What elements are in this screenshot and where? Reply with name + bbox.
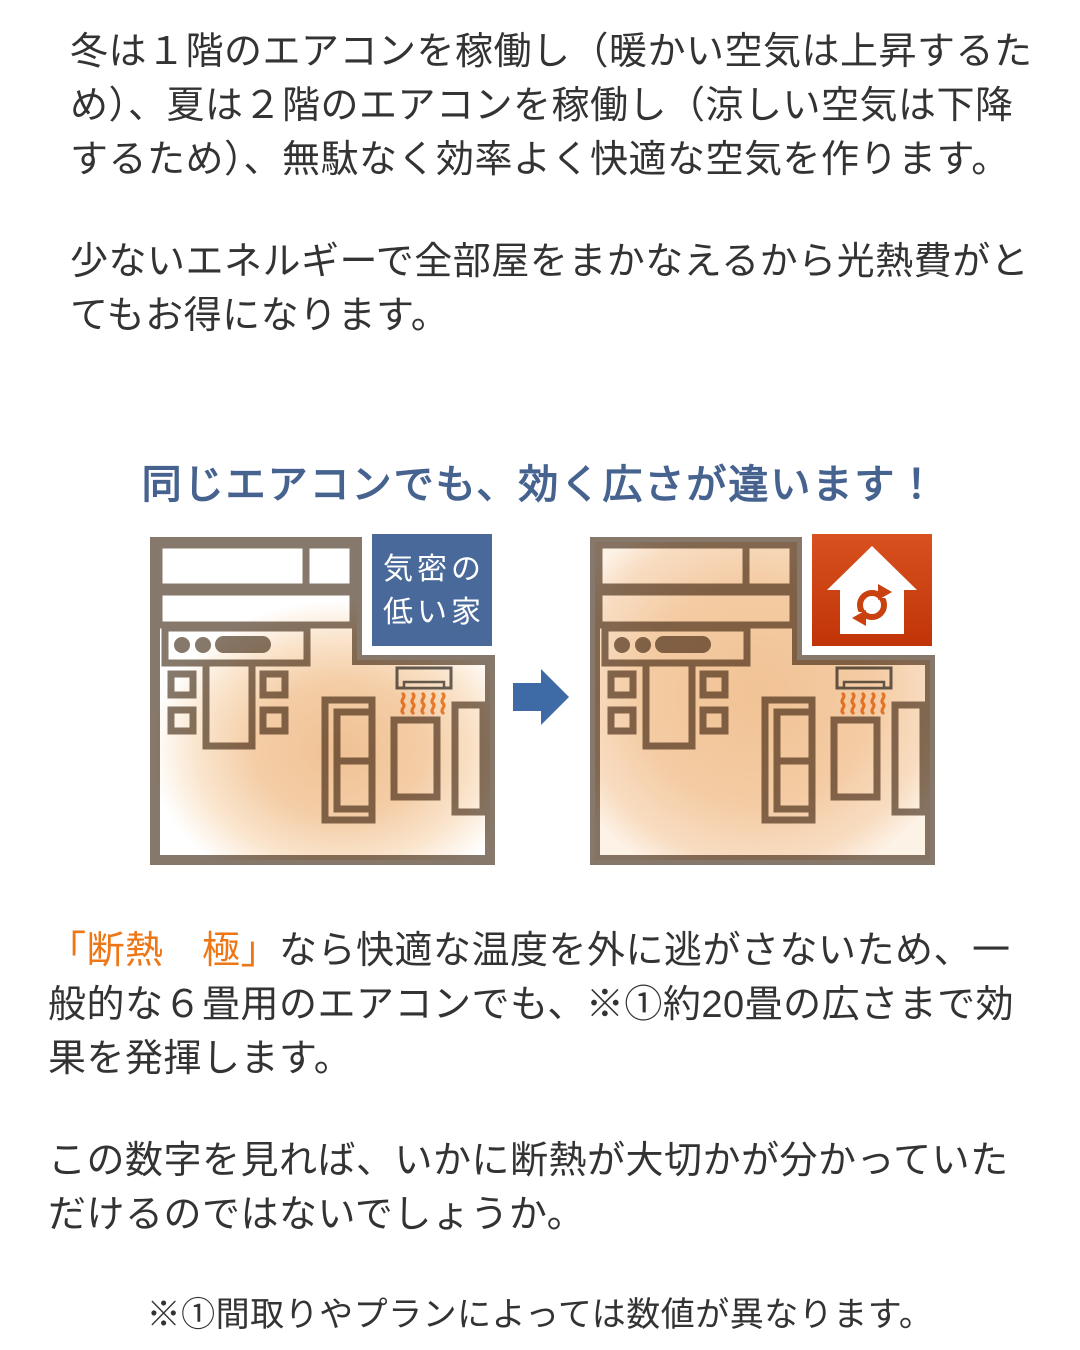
- comparison-diagram-wrap: 気密の 低い家: [0, 532, 1080, 877]
- body-section: 「断熱 極」なら快適な温度を外に逃がさないため、一般的な６畳用のエアコンでも、※…: [0, 925, 1080, 1243]
- comparison-diagram: 気密の 低い家: [145, 533, 935, 877]
- body-paragraph-1: 「断熱 極」なら快適な温度を外に逃がさないため、一般的な６畳用のエアコンでも、※…: [48, 925, 1040, 1087]
- dannetsu-kiwami-badge: [812, 533, 932, 646]
- warm-area-overlay-small: [155, 599, 490, 860]
- body-paragraph-1-rest: なら快適な温度を外に逃がさないため、一般的な６畳用のエアコンでも、※①約20畳の…: [48, 929, 1015, 1080]
- intro-paragraph-1: 冬は１階のエアコンを稼働し（暖かい空気は上昇するため）、夏は２階のエアコンを稼働…: [70, 31, 1033, 181]
- footnote: ※①間取りやプランによっては数値が異なります。: [146, 1295, 934, 1334]
- floorplan-right: [595, 533, 932, 860]
- house-circulation-icon: [827, 545, 917, 634]
- low-airtightness-badge: 気密の 低い家: [372, 533, 492, 646]
- low-airtightness-label-line1: 気密の: [383, 552, 485, 587]
- arrow-right-icon: [513, 668, 569, 725]
- intro-section: 冬は１階のエアコンを稼働し（暖かい空気は上昇するため）、夏は２階のエアコンを稼働…: [0, 0, 1080, 344]
- low-airtightness-label-line2: 低い家: [383, 595, 485, 630]
- floorplan-left: 気密の 低い家: [150, 533, 530, 877]
- body-paragraph-2: この数字を見れば、いかに断熱が大切かが分かっていただけるのではないでしょうか。: [48, 1139, 1009, 1236]
- insulation-product-highlight: 「断熱 極」: [48, 929, 280, 972]
- section-heading: 同じエアコンでも、効く広さが違います！: [141, 460, 939, 508]
- intro-paragraph-2: 少ないエネルギーで全部屋をまかなえるから光熱費がとてもお得になります。: [70, 240, 1030, 337]
- warm-area-overlay-full: [595, 541, 930, 860]
